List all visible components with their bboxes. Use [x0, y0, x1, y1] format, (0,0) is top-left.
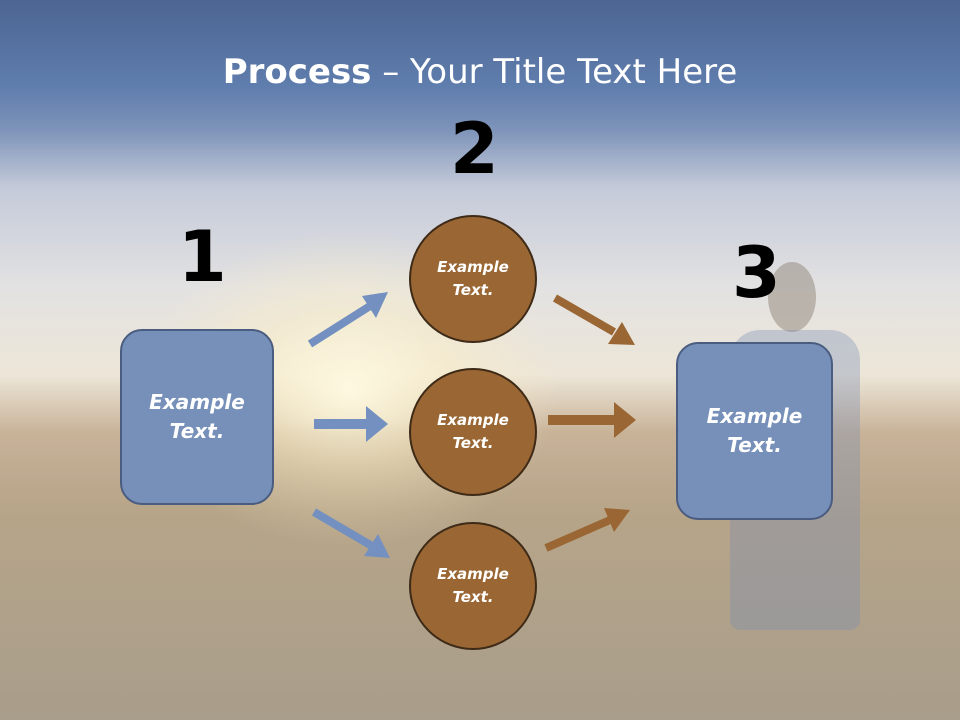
circle-bottom-line2: Text. [452, 588, 494, 606]
circle-top-line2: Text. [452, 281, 494, 299]
circle-bottom-line1: Example [437, 565, 509, 583]
step-box-right: Example Text. [676, 342, 833, 520]
step-circle-top: Example Text. [409, 215, 537, 343]
step-number-2: 2 [450, 108, 499, 190]
person-head [768, 262, 816, 332]
arrow-circle-middle-to-box [548, 402, 636, 438]
circle-middle-line1: Example [437, 411, 509, 429]
box-right-line1: Example [706, 404, 803, 428]
box-left-line2: Text. [169, 419, 225, 443]
step-circle-bottom: Example Text. [409, 522, 537, 650]
arrow-circle-bottom-to-box [544, 508, 630, 552]
step-box-left: Example Text. [120, 329, 274, 505]
box-left-line1: Example [149, 390, 245, 414]
arrow-box-to-circle-middle [314, 406, 388, 442]
arrow-box-to-circle-bottom [311, 508, 390, 558]
slide-title: Process – Your Title Text Here [0, 52, 960, 92]
arrow-box-to-circle-top [307, 292, 388, 348]
circle-middle-line2: Text. [452, 434, 494, 452]
step-circle-middle: Example Text. [409, 368, 537, 496]
title-bold: Process [222, 52, 372, 92]
title-rest: – Your Title Text Here [371, 52, 738, 92]
step-number-1: 1 [178, 216, 227, 298]
arrow-circle-top-to-box [553, 294, 635, 345]
box-right-line2: Text. [727, 433, 782, 457]
step-number-3: 3 [732, 232, 781, 314]
circle-top-line1: Example [437, 258, 509, 276]
